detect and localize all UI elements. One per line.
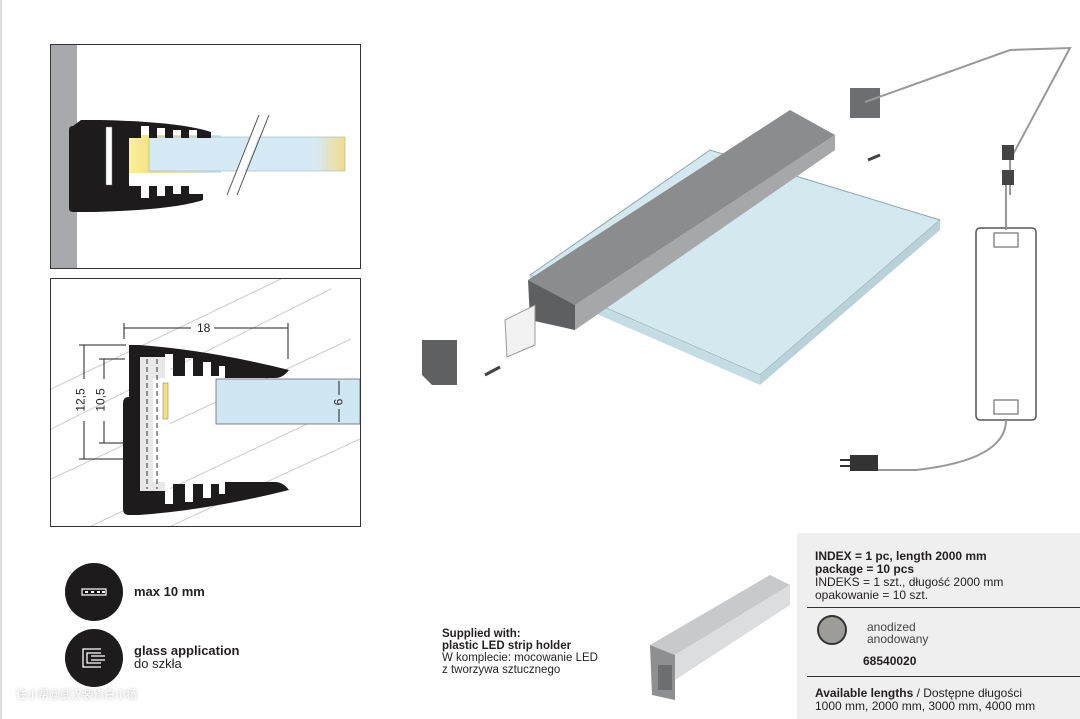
finish-color-swatch — [817, 615, 847, 645]
divider — [807, 607, 1080, 608]
cross-section-illustration — [51, 279, 360, 526]
assembly-illustration — [422, 46, 1072, 471]
dimension-height-outer: 12,5 — [73, 388, 88, 412]
watermark: 住小帮@武汉装修白小杨 — [16, 689, 138, 701]
lengths-separator: / — [913, 686, 924, 700]
product-info-panel: INDEX = 1 pc, length 2000 mm package = 1… — [797, 533, 1080, 719]
lengths-label-pl: Dostępne długości — [923, 686, 1022, 700]
page-edge — [0, 0, 2, 719]
available-lengths: 1000 mm, 2000 mm, 3000 mm, 4000 mm — [815, 699, 1036, 713]
glass-application-icon — [65, 629, 123, 687]
package-pl: opakowanie = 10 szt. — [815, 588, 929, 602]
dimension-width: 18 — [197, 321, 211, 335]
available-lengths-label: Available lengths / Dostępne długości — [815, 687, 1022, 700]
profile-with-light-illustration — [51, 45, 346, 268]
dimension-height-inner: 10,5 — [93, 388, 108, 412]
dimension-glass: 6 — [331, 398, 346, 406]
profile-photo — [650, 575, 790, 700]
led-strip-icon — [65, 563, 123, 621]
product-code: 68540020 — [863, 654, 917, 668]
cross-section-drawing: 18 12,5 10,5 6 — [50, 278, 361, 527]
supplied-heading: Supplied with: — [442, 628, 521, 640]
index-pl: INDEKS = 1 szt., długość 2000 mm — [815, 575, 1004, 589]
installation-view-drawing — [50, 44, 361, 269]
supplied-item: plastic LED strip holder — [442, 640, 572, 652]
supplied-with-note: Supplied with: plastic LED strip holder … — [442, 628, 598, 676]
supplied-pl-line2: z tworzywa sztucznego — [442, 664, 561, 676]
feature-max-width: max 10 mm — [134, 584, 205, 599]
feature-label: glass application — [134, 643, 240, 658]
index-en: INDEX = 1 pc, length 2000 mm — [815, 549, 987, 563]
lengths-label-en: Available lengths — [815, 686, 914, 700]
finish-pl: anodowany — [867, 632, 929, 646]
package-en: package = 10 pcs — [815, 562, 915, 576]
divider — [807, 676, 1080, 677]
supplied-pl-line1: W komplecie: mocowanie LED — [442, 652, 598, 664]
finish-en: anodized — [867, 620, 916, 634]
feature-sublabel: do szkła — [134, 656, 182, 671]
feature-glass-application: glass application do szkła — [134, 644, 239, 670]
